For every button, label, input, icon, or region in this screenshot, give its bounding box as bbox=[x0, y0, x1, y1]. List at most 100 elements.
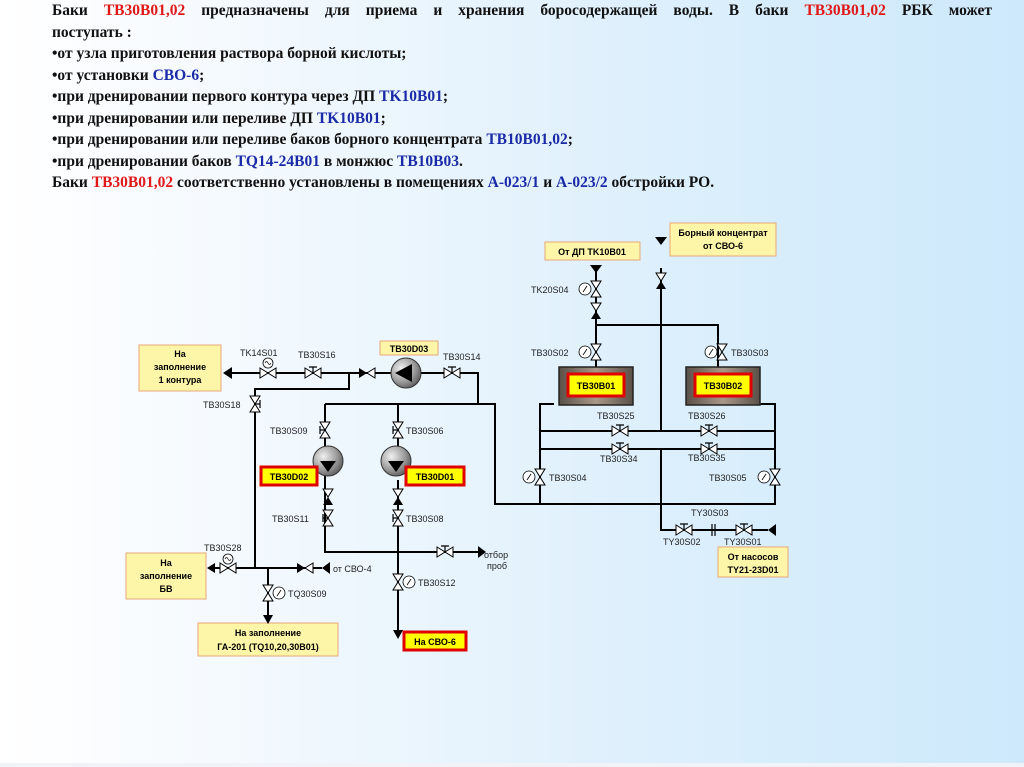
label-from-svo4: от СВО-4 bbox=[333, 564, 372, 574]
valve-tb30s11[interactable] bbox=[322, 509, 334, 527]
label-sampling-1: отбор bbox=[484, 550, 508, 560]
valve-tb30s14[interactable] bbox=[443, 366, 461, 379]
pump-tb30d01[interactable] bbox=[380, 445, 412, 477]
bullet-item: •от установки СВО-6; bbox=[52, 66, 205, 84]
label-tb30s26: TB30S26 bbox=[688, 411, 726, 421]
arrow-from-boron bbox=[655, 237, 667, 245]
label-tb30s09: TB30S09 bbox=[270, 426, 308, 436]
label-tb30s02: TB30S02 bbox=[531, 348, 569, 358]
svg-text:TB30B02: TB30B02 bbox=[704, 381, 743, 391]
label-tb30s12: TB30S12 bbox=[418, 578, 456, 588]
check-valve-boron bbox=[655, 272, 667, 289]
pump-label-tb30d02: TB30D02 bbox=[259, 465, 319, 487]
arrow-to-primary bbox=[223, 367, 232, 379]
valve-tb30s28[interactable] bbox=[219, 553, 237, 574]
tank-tb30b02[interactable]: TB30B02 bbox=[685, 366, 761, 406]
label-tb30s08: TB30S08 bbox=[406, 514, 444, 524]
label-ty30s03: TY30S03 bbox=[691, 508, 729, 518]
box-from-dp: От ДП TK10B01 bbox=[544, 241, 641, 261]
label-tb30s14: TB30S14 bbox=[443, 352, 481, 362]
equipment-code: TB10B01,02 bbox=[486, 131, 568, 148]
label-tq30s09: TQ30S09 bbox=[288, 589, 327, 599]
svg-text:БВ: БВ bbox=[160, 584, 173, 594]
svg-text:1 контура: 1 контура bbox=[159, 375, 203, 385]
bullet-item: •при дренировании баков TQ14-24B01 в мон… bbox=[52, 152, 463, 170]
orifice-ty30s03 bbox=[711, 524, 716, 536]
valve-tb30s12[interactable] bbox=[392, 573, 416, 591]
label-tb30s18: TB30S18 bbox=[203, 400, 241, 410]
label-tb30s05: TB30S05 bbox=[709, 473, 747, 483]
check-valve-dp bbox=[590, 302, 602, 319]
arrow-from-svo4 bbox=[322, 562, 330, 574]
location-sentence: Баки TB30B01,02 соответственно установле… bbox=[52, 174, 715, 191]
valve-tb30s08[interactable] bbox=[392, 509, 404, 527]
bullet-item: •при дренировании или переливе баков бор… bbox=[52, 131, 573, 148]
valve-tb30s18[interactable] bbox=[249, 395, 261, 413]
valve-tb30s05[interactable] bbox=[757, 468, 781, 486]
valve-tb30s09[interactable] bbox=[319, 421, 331, 439]
svg-text:заполнение: заполнение bbox=[154, 362, 206, 372]
pump-tb30d02[interactable] bbox=[312, 445, 344, 477]
label-tb30s28: TB30S28 bbox=[204, 543, 242, 553]
equipment-code: TK10B01 bbox=[316, 109, 381, 127]
pump-label-tb30d01: TB30D01 bbox=[404, 465, 466, 487]
valve-tk20s04[interactable] bbox=[578, 280, 602, 298]
valve-tb30s06[interactable] bbox=[392, 421, 404, 439]
label-ty30s01: TY30S01 bbox=[724, 537, 762, 547]
room-code: А-023/1 bbox=[487, 174, 540, 191]
box-to-svo6: На СВО-6 bbox=[402, 630, 468, 652]
svg-text:TY21-23D01: TY21-23D01 bbox=[727, 565, 778, 575]
svg-text:TB30B01: TB30B01 bbox=[577, 381, 616, 391]
valve-tq30s09[interactable] bbox=[262, 584, 286, 602]
arrow-to-ga201 bbox=[263, 615, 273, 624]
svg-text:ГА-201 (TQ10,20,30B01): ГА-201 (TQ10,20,30B01) bbox=[217, 642, 319, 652]
label-tb30s16: TB30S16 bbox=[298, 350, 336, 360]
valve-sampling[interactable] bbox=[436, 545, 454, 558]
arrow-from-pumps bbox=[768, 524, 776, 536]
valve-tb30s04[interactable] bbox=[522, 468, 546, 486]
label-tb30s03: TB30S03 bbox=[731, 348, 769, 358]
valve-ty30s01[interactable] bbox=[735, 523, 753, 536]
intro-text: Баки TB30B01,02 предназначены для приема… bbox=[52, 0, 992, 194]
check-valve-pump1 bbox=[392, 488, 404, 505]
label-tk20s04: TK20S04 bbox=[531, 285, 569, 295]
svg-text:На заполнение: На заполнение bbox=[235, 628, 301, 638]
label-ty30s02: TY30S02 bbox=[663, 537, 701, 547]
label-tb30s11: TB30S11 bbox=[272, 514, 309, 524]
valve-tb30s02[interactable] bbox=[578, 343, 602, 361]
svg-text:Борный концентрат: Борный концентрат bbox=[678, 228, 768, 238]
svg-text:TB30D03: TB30D03 bbox=[390, 344, 429, 354]
label-tb30s35: TB30S35 bbox=[688, 453, 726, 463]
svg-text:От насосов: От насосов bbox=[728, 552, 779, 562]
label-tb30s25: TB30S25 bbox=[597, 411, 635, 421]
check-valve-pump3 bbox=[359, 367, 376, 379]
equipment-code: СВО-6 bbox=[152, 66, 200, 84]
valve-tk14s01[interactable] bbox=[259, 357, 277, 379]
bullet-item: •при дренировании первого контура через … bbox=[52, 88, 449, 105]
valve-tb30s16[interactable] bbox=[304, 366, 322, 379]
equipment-code: TB10B03 bbox=[397, 152, 460, 170]
check-valve-pump2 bbox=[322, 488, 334, 505]
valve-tb30s35[interactable] bbox=[700, 442, 718, 455]
tank-code: TB30B01,02 bbox=[91, 174, 174, 191]
svg-text:На СВО-6: На СВО-6 bbox=[414, 637, 456, 647]
valve-tb30s26[interactable] bbox=[700, 424, 718, 437]
svg-text:TB30D02: TB30D02 bbox=[270, 472, 309, 482]
box-boron-concentrate: Борный концентрат от СВО-6 bbox=[669, 222, 777, 257]
label-sampling-2: проб bbox=[487, 561, 507, 571]
valve-tb30s03[interactable] bbox=[704, 343, 728, 361]
svg-text:На: На bbox=[174, 349, 186, 359]
tank-tb30b01[interactable]: TB30B01 bbox=[558, 366, 634, 406]
valve-tb30s25[interactable] bbox=[611, 424, 629, 437]
label-tb30s34: TB30S34 bbox=[600, 454, 638, 464]
room-code: А-023/2 bbox=[556, 174, 608, 191]
valve-ty30s02[interactable] bbox=[675, 523, 693, 536]
svg-text:от СВО-6: от СВО-6 bbox=[703, 241, 743, 251]
svg-text:На: На bbox=[160, 558, 172, 568]
valve-tb30s34[interactable] bbox=[611, 442, 629, 455]
bullet-item: •от узла приготовления раствора борной к… bbox=[52, 45, 407, 62]
bottom-strip bbox=[0, 763, 1024, 767]
pump-tb30d03[interactable] bbox=[390, 357, 422, 389]
equipment-code: TQ14-24B01 bbox=[235, 152, 320, 170]
